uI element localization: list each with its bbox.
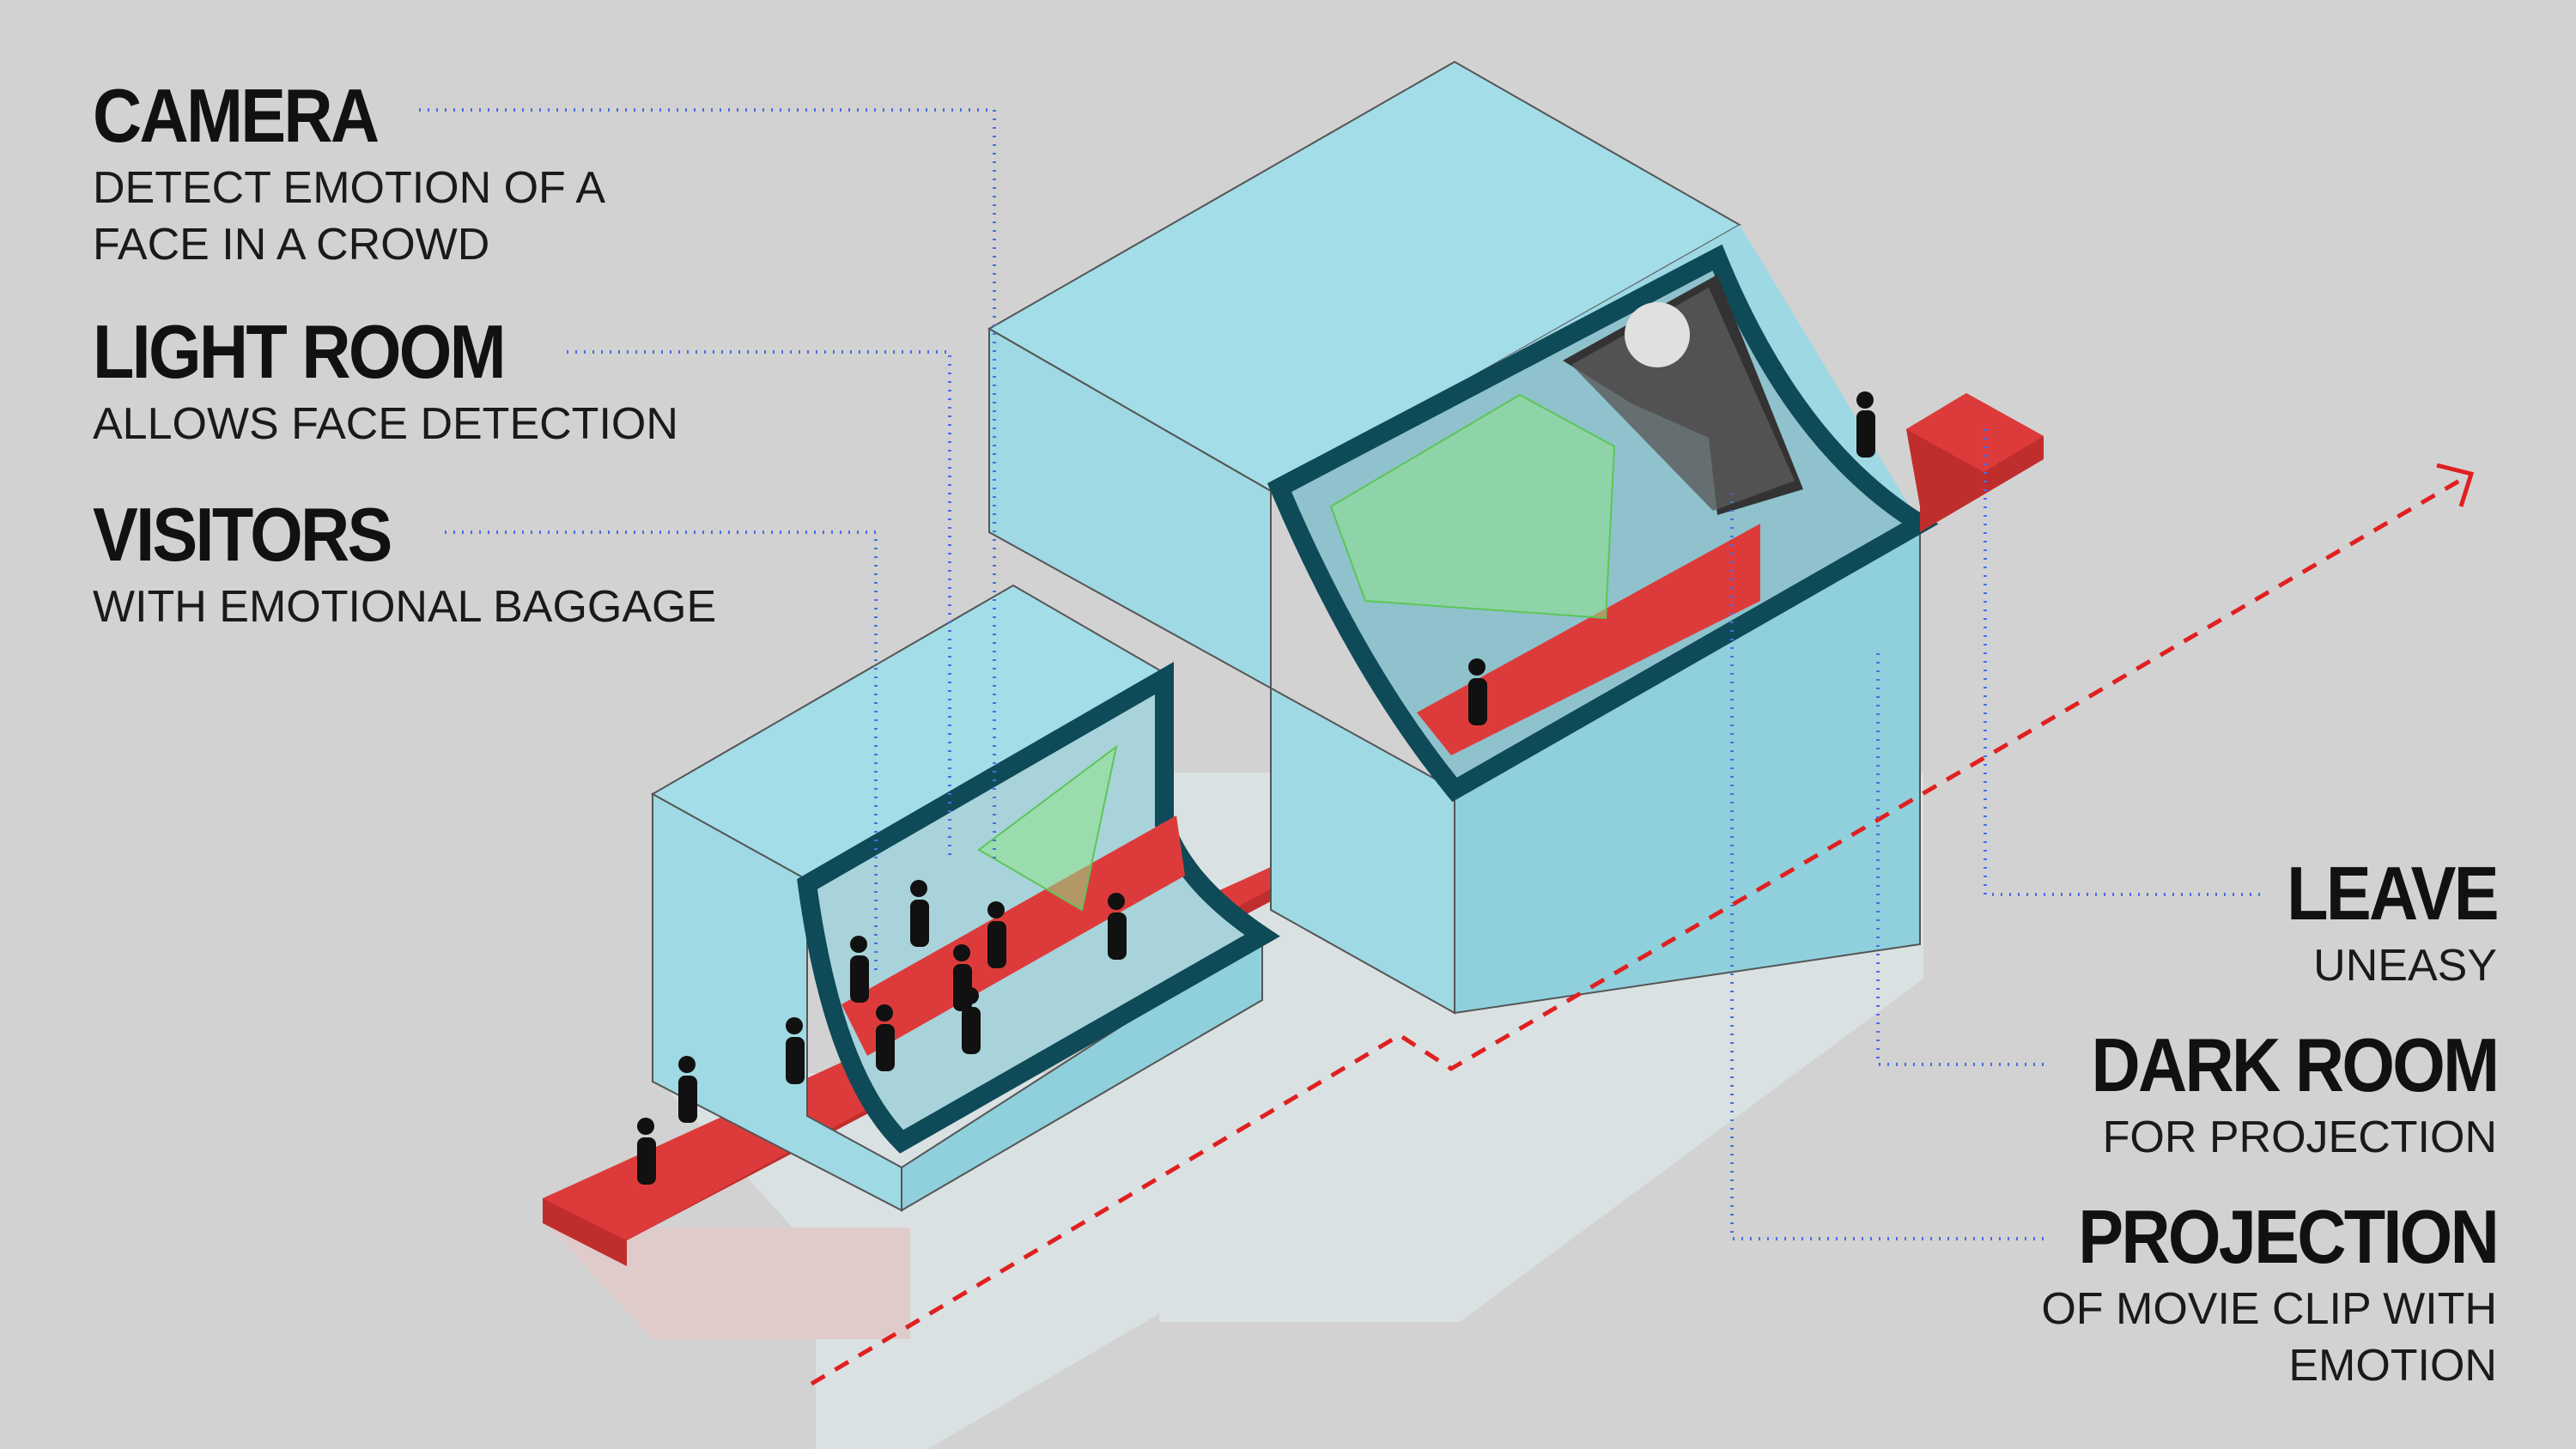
figures-light-room: [850, 880, 1127, 1071]
camera-title: CAMERA: [93, 73, 380, 158]
leave-desc: UNEASY: [2313, 941, 2497, 991]
label-visitors: VISITORS WITH EMOTIONAL BAGGAGE: [93, 496, 716, 635]
label-projection: PROJECTION OF MOVIE CLIP WITH EMOTION: [2032, 1194, 2500, 1394]
projection-desc-2: EMOTION: [2288, 1341, 2497, 1391]
label-light-room: LIGHT ROOM ALLOWS FACE DETECTION: [93, 313, 678, 452]
walkway-right: [1906, 393, 2044, 532]
projection-title: PROJECTION: [2078, 1194, 2500, 1279]
leader-lines: [419, 108, 2260, 1240]
large-block: [987, 60, 1939, 1015]
label-dark-room: DARK ROOM FOR PROJECTION: [2046, 1022, 2500, 1166]
light-room-desc: ALLOWS FACE DETECTION: [93, 399, 678, 449]
light-room-title: LIGHT ROOM: [93, 309, 507, 394]
dark-room-title: DARK ROOM: [2091, 1022, 2500, 1107]
dark-room-desc: FOR PROJECTION: [2102, 1113, 2497, 1162]
figures-dark-room: [1468, 391, 1875, 725]
label-camera: CAMERA DETECT EMOTION OF A FACE IN A CRO…: [93, 77, 605, 273]
camera-desc-2: FACE IN A CROWD: [93, 220, 490, 270]
visitors-desc: WITH EMOTIONAL BAGGAGE: [93, 582, 717, 632]
projection-desc-1: OF MOVIE CLIP WITH: [2041, 1284, 2497, 1334]
label-leave: LEAVE UNEASY: [2263, 851, 2499, 994]
small-block: [637, 584, 1280, 1212]
leave-title: LEAVE: [2287, 851, 2499, 936]
camera-desc-1: DETECT EMOTION OF A: [93, 163, 606, 213]
visitor-path-arrow: [810, 463, 2475, 1386]
figures-walkway: [637, 1017, 805, 1185]
visitors-title: VISITORS: [93, 492, 392, 577]
